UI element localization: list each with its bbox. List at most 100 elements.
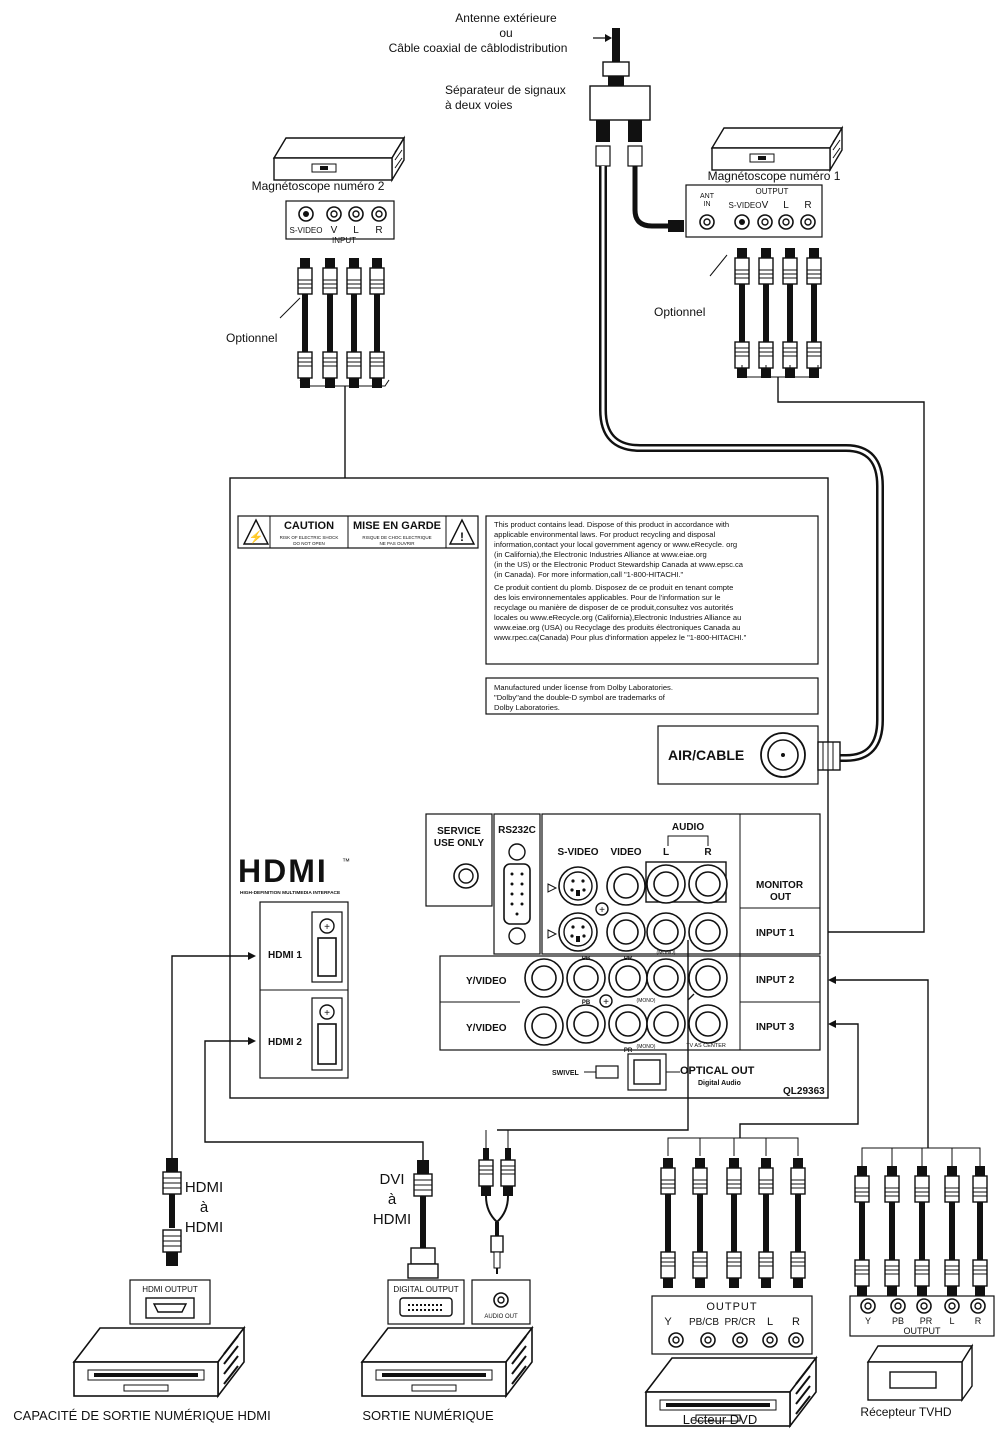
svg-text:PB: PB <box>582 956 591 962</box>
hdmi-device-label: CAPACITÉ DE SORTIE NUMÉRIQUE HDMI <box>13 1408 270 1423</box>
hdmi-output-panel: HDMI OUTPUT <box>129 1279 211 1325</box>
wire-hdmi-device-to-hdmi1 <box>171 955 250 1158</box>
svg-text:VIDEO: VIDEO <box>610 847 641 858</box>
lead-notice: This product contains lead. Dispose of t… <box>485 515 819 665</box>
vcr2-title: Magnétoscope numéro 2 <box>252 179 385 193</box>
svg-text:RS232C: RS232C <box>498 825 536 836</box>
coax-cable-to-vcr1 <box>632 166 670 229</box>
svg-text:(MONO): (MONO) <box>637 998 656 1004</box>
hdtv-cables <box>855 1147 987 1296</box>
svg-text:PR: PR <box>920 1316 933 1326</box>
svg-text:information,contact your local: information,contact your local governmen… <box>494 540 737 549</box>
svg-text:à: à <box>200 1199 209 1216</box>
svg-text:R: R <box>804 200 811 211</box>
svg-text:HDMI OUTPUT: HDMI OUTPUT <box>142 1285 198 1294</box>
svg-text:à: à <box>388 1191 397 1208</box>
digital-output-panel: DIGITAL OUTPUT <box>387 1279 465 1325</box>
svg-text:V: V <box>762 200 769 211</box>
input3-label: INPUT 3 <box>756 1022 795 1033</box>
vcr1-cables <box>735 248 821 378</box>
service-port: SERVICE USE ONLY <box>425 813 493 907</box>
wire-hdtv-to-input2 <box>834 979 929 1148</box>
svg-text:!: ! <box>460 530 464 544</box>
svg-text:Y/VIDEO: Y/VIDEO <box>466 1023 507 1034</box>
vcr1-optional: Optionnel <box>654 305 705 319</box>
svg-text:HDMI: HDMI <box>185 1219 223 1236</box>
av-inputs-block: S-VIDEO VIDEO AUDIO L R + (MONO) Y/VIDEO… <box>439 813 821 1054</box>
antenna-label: Antenne extérieure ou Câble coaxial de c… <box>389 11 568 55</box>
svg-text:+: + <box>603 997 609 1008</box>
svg-text:L: L <box>663 847 669 858</box>
vcr1-output-panel: ANT IN OUTPUT S-VIDEO V L R <box>685 184 823 238</box>
svg-text:RISQUE DE CHOC ELECTRIQUE: RISQUE DE CHOC ELECTRIQUE <box>362 535 431 540</box>
hdmi1-label: HDMI 1 <box>268 950 302 961</box>
svg-text:HIGH-DEFINITION MULTIMEDIA INT: HIGH-DEFINITION MULTIMEDIA INTERFACE <box>240 890 341 896</box>
svg-text:R: R <box>375 225 382 236</box>
hdmi2-port: + <box>311 997 343 1071</box>
hdmi-cable-label: HDMI à HDMI <box>185 1179 223 1236</box>
svg-text:"Dolby"and the double-D symbol: "Dolby"and the double-D symbol are trade… <box>494 693 666 702</box>
svg-text:™: ™ <box>342 857 350 866</box>
air-cable-connector: AIR/CABLE <box>657 725 841 785</box>
svg-text:(in California),the Electronic: (in California),the Electronic Industrie… <box>494 550 707 559</box>
hdtv-receiver-device <box>866 1343 974 1403</box>
dvd-cables <box>661 1137 805 1288</box>
audio-out-panel: AUDIO OUT <box>471 1279 531 1325</box>
svg-text:(MONO): (MONO) <box>657 950 676 956</box>
svg-text:+: + <box>324 922 330 933</box>
svg-text:PB/CB: PB/CB <box>689 1317 719 1328</box>
input2-label: INPUT 2 <box>756 975 795 986</box>
svg-text:This product contains lead. Di: This product contains lead. Dispose of t… <box>494 520 729 529</box>
svg-text:Dolby Laboratories.: Dolby Laboratories. <box>494 703 560 712</box>
hdtv-device-label: Récepteur TVHD <box>860 1405 951 1419</box>
svg-text:Manufactured under license fro: Manufactured under license from Dolby La… <box>494 683 673 692</box>
svg-text:PR: PR <box>624 956 633 962</box>
svg-text:TV AS CENTER: TV AS CENTER <box>686 1043 726 1049</box>
input1-label: INPUT 1 <box>756 928 795 939</box>
dvi-hdmi-plug <box>413 1159 433 1197</box>
svg-text:Câble coaxial de câblodistribu: Câble coaxial de câblodistribution <box>389 41 568 55</box>
svg-text:Antenne extérieure: Antenne extérieure <box>455 11 557 25</box>
wire-dvd-to-input3 <box>739 1023 859 1138</box>
svg-text:INPUT: INPUT <box>332 236 356 245</box>
svg-text:(in Canada). For more informat: (in Canada). For more information,call "… <box>494 570 684 579</box>
hdtv-output-panel: Y PB PR L R OUTPUT <box>849 1295 995 1337</box>
hdmi-plug-top <box>162 1157 182 1195</box>
svg-text:Y: Y <box>664 1316 672 1328</box>
svg-text:CAUTION: CAUTION <box>284 520 334 532</box>
svg-text:locales ou www.eRecycle.org (C: locales ou www.eRecycle.org (California)… <box>494 613 741 622</box>
svg-text:www.rpec.ca(Canada) Pour plus: www.rpec.ca(Canada) Pour plus d'informat… <box>493 633 747 642</box>
svg-text:R: R <box>792 1316 800 1328</box>
antenna-arrow <box>593 28 620 64</box>
svg-text:Y: Y <box>865 1316 871 1326</box>
wire-dvi-device-to-hdmi2 <box>204 1040 424 1160</box>
svg-text:OUTPUT: OUTPUT <box>904 1326 942 1336</box>
dvi-plug <box>407 1247 439 1279</box>
svg-text:Y/VIDEO: Y/VIDEO <box>466 976 507 987</box>
hdmi-logo: HDMI ™ HIGH-DEFINITION MULTIMEDIA INTERF… <box>238 853 350 896</box>
vcr2-icon <box>273 137 405 181</box>
dvd-output-panel: OUTPUT Y PB/CB PR/CR L R <box>651 1295 813 1355</box>
svg-text:+: + <box>324 1008 330 1019</box>
svg-text:HDMI: HDMI <box>185 1179 223 1196</box>
splitter-label: Séparateur de signaux à deux voies <box>445 83 566 112</box>
vcr1-icon <box>711 127 843 171</box>
svg-text:PB: PB <box>892 1316 904 1326</box>
svg-text:Ce produit contient du plomb.: Ce produit contient du plomb. Disposez d… <box>494 583 733 592</box>
dvd-device-label: Lecteur DVD <box>683 1412 757 1427</box>
vcr1-title: Magnétoscope numéro 1 <box>708 169 841 183</box>
svg-text:PR/CR: PR/CR <box>724 1317 755 1328</box>
svg-text:des lois environnementales app: des lois environnementales applicables. … <box>494 593 720 602</box>
vcr2-input-panel: S-VIDEO V L R INPUT <box>285 200 395 245</box>
svg-text:L: L <box>353 225 359 236</box>
svg-text:AIR/CABLE: AIR/CABLE <box>668 747 744 763</box>
svg-text:PB: PB <box>582 1000 591 1006</box>
svg-text:OPTICAL OUT: OPTICAL OUT <box>680 1065 755 1077</box>
svg-text:S-VIDEO: S-VIDEO <box>729 201 762 210</box>
svg-text:ANT: ANT <box>700 193 715 200</box>
svg-text:OUTPUT: OUTPUT <box>706 1301 757 1313</box>
svg-text:HDMI: HDMI <box>238 853 328 889</box>
dolby-notice: Manufactured under license from Dolby La… <box>485 677 819 715</box>
svg-text:MISE EN GARDE: MISE EN GARDE <box>353 520 441 532</box>
svg-text:⚡: ⚡ <box>249 530 264 544</box>
